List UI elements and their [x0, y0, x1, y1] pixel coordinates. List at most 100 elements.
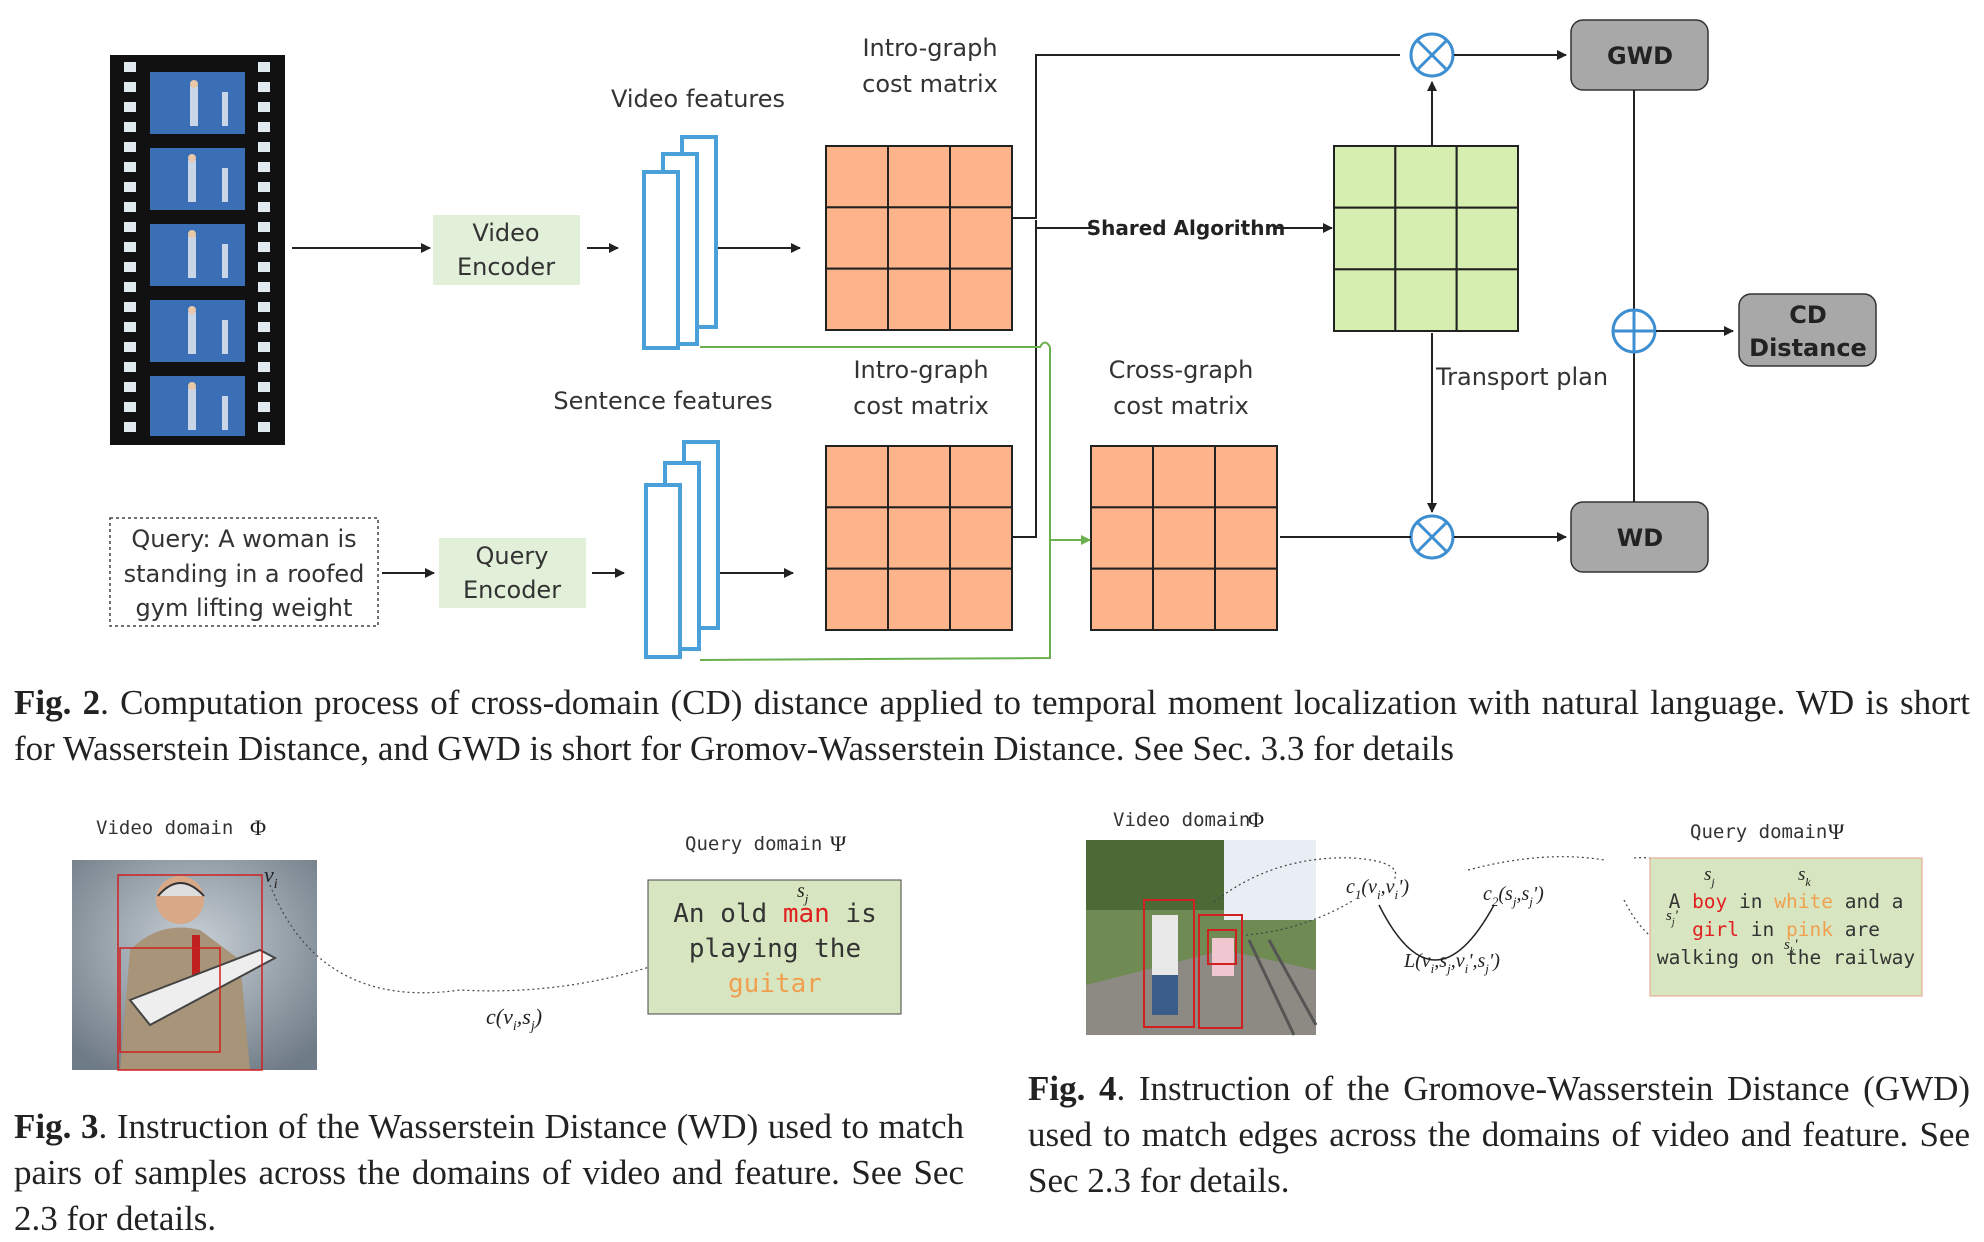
oplus-icon [1611, 308, 1657, 354]
query-encoder-box: Query Encoder [439, 538, 586, 608]
transport-plan-cell [1455, 206, 1519, 271]
figure-2-caption-label: Fig. 2 [14, 683, 101, 722]
figure-2-diagram: Video Encoder Video features Intro-graph… [109, 19, 1877, 661]
fig3-query-box [647, 879, 902, 1015]
intro-graph-bottom-cell [949, 445, 1013, 509]
sprocket-hole [258, 322, 270, 332]
sprocket-hole [258, 142, 270, 152]
fig4-video-domain-label: Video domain [1113, 809, 1250, 831]
sprocket-hole [258, 382, 270, 392]
sprocket-hole [124, 422, 136, 432]
video-feature-stack [642, 135, 718, 350]
sprocket-hole [258, 262, 270, 272]
sprocket-hole [258, 82, 270, 92]
sprocket-hole [258, 162, 270, 172]
fig4-railway-photo [1086, 840, 1318, 1036]
fig3-guitar-photo [72, 860, 317, 1071]
query-text-box: Query: A woman is standing in a roofed g… [109, 517, 379, 627]
fig3-sj-label: sj [797, 880, 809, 906]
figure-3-diagram: Video domain Φ Query domain Ψ vi sj An o… [72, 815, 902, 1071]
fig3-video-domain-label: Video domain [96, 817, 233, 839]
fig4-c1-label: c1(vi,vi') [1346, 876, 1409, 902]
intro-graph-bottom-cell [949, 506, 1013, 570]
transport-plan-label: Transport plan [1435, 363, 1608, 391]
cross-graph-cell [1090, 445, 1154, 509]
cd-distance-label-2: Distance [1749, 334, 1867, 362]
figure-4-caption: Fig. 4. Instruction of the Gromove-Wasse… [1028, 1066, 1970, 1204]
intro-graph-bottom-cell [887, 445, 951, 509]
sentence-line: playing the [689, 934, 861, 964]
transport-plan-cell [1394, 268, 1458, 333]
sprocket-hole [258, 302, 270, 312]
intro-graph-bottom-cell [825, 567, 889, 632]
sentence-line: An old man is [673, 899, 877, 929]
fig3-psi-symbol: Ψ [830, 831, 847, 856]
sprocket-hole [124, 122, 136, 132]
sprocket-hole [124, 322, 136, 332]
sentence-line: A boy in white and a [1669, 890, 1904, 913]
video-features-label: Video features [611, 85, 785, 113]
intro-graph-bottom-label-2: cost matrix [853, 392, 989, 420]
fig4-sj-label: sj [1704, 864, 1715, 889]
cd-distance-label: CD [1789, 301, 1827, 329]
figure-3-caption-label: Fig. 3 [14, 1107, 99, 1146]
sprocket-hole [124, 382, 136, 392]
intro-graph-top-cell [949, 145, 1013, 209]
sprocket-hole [258, 122, 270, 132]
sprocket-hole [124, 242, 136, 252]
intro-graph-top-label: Intro-graph [862, 34, 997, 62]
intro-graph-bottom-cell [949, 567, 1013, 632]
sprocket-hole [124, 282, 136, 292]
intro-graph-top-cell [887, 145, 951, 209]
sprocket-hole [124, 342, 136, 352]
transport-plan-cell [1394, 206, 1458, 271]
video-encoder-label: Video [472, 219, 539, 247]
cross-graph-cell [1090, 506, 1154, 570]
sprocket-hole [258, 342, 270, 352]
fig3-query-domain-label: Query domain [685, 833, 822, 855]
fig4-loss-label: L(vi,sj,vi',sj') [1403, 950, 1500, 976]
sprocket-hole [258, 222, 270, 232]
query-text-line-2: standing in a roofed [124, 560, 365, 588]
transport-plan-cell [1333, 206, 1397, 271]
sentence-feature-stack [644, 440, 720, 659]
sprocket-hole [258, 282, 270, 292]
figure-3-caption: Fig. 3. Instruction of the Wasserstein D… [14, 1104, 964, 1242]
transport-plan-matrix [1333, 145, 1519, 333]
shared-algorithm-label: Shared Algorithm [1087, 216, 1286, 240]
sprocket-hole [124, 302, 136, 312]
fig4-phi-symbol: Φ [1248, 807, 1264, 832]
intro-graph-bottom-label: Intro-graph [853, 356, 988, 384]
cross-graph-cell [1152, 445, 1216, 509]
figure-4-diagram: Video domain Φ Query domain Ψ c1(vi,vi')… [1086, 807, 1923, 1036]
cd-distance-box: CD Distance [1738, 293, 1877, 367]
figure-4-caption-label: Fig. 4 [1028, 1069, 1117, 1108]
sprocket-hole [124, 82, 136, 92]
cross-graph-cell [1152, 506, 1216, 570]
query-encoder-label: Query [476, 542, 549, 570]
query-text-line-1: Query: A woman is [131, 525, 356, 553]
fig4-sk-prime-label: sk' [1784, 937, 1798, 957]
sprocket-hole [258, 182, 270, 192]
fig3-matching-curve [269, 884, 801, 994]
fig3-vi-label: vi [264, 862, 278, 892]
transport-plan-cell [1333, 268, 1397, 333]
cross-graph-cell [1152, 567, 1216, 632]
sprocket-hole [124, 62, 136, 72]
query-text-line-3: gym lifting weight [136, 594, 353, 622]
cross-graph-matrix [1090, 445, 1278, 632]
sprocket-hole [258, 202, 270, 212]
intro-graph-top-matrix [825, 145, 1013, 331]
cross-graph-label-2: cost matrix [1113, 392, 1249, 420]
wd-box: WD [1570, 501, 1709, 573]
figure-2-caption: Fig. 2. Computation process of cross-dom… [14, 680, 1970, 772]
transport-plan-cell [1455, 145, 1519, 209]
sprocket-hole [124, 142, 136, 152]
figure-2-caption-text: . Computation process of cross-domain (C… [14, 683, 1970, 768]
intro-graph-bottom-matrix [825, 445, 1013, 632]
sprocket-hole [258, 62, 270, 72]
fig4-psi-symbol: Ψ [1828, 819, 1845, 844]
sprocket-hole [124, 362, 136, 372]
sprocket-hole [124, 262, 136, 272]
